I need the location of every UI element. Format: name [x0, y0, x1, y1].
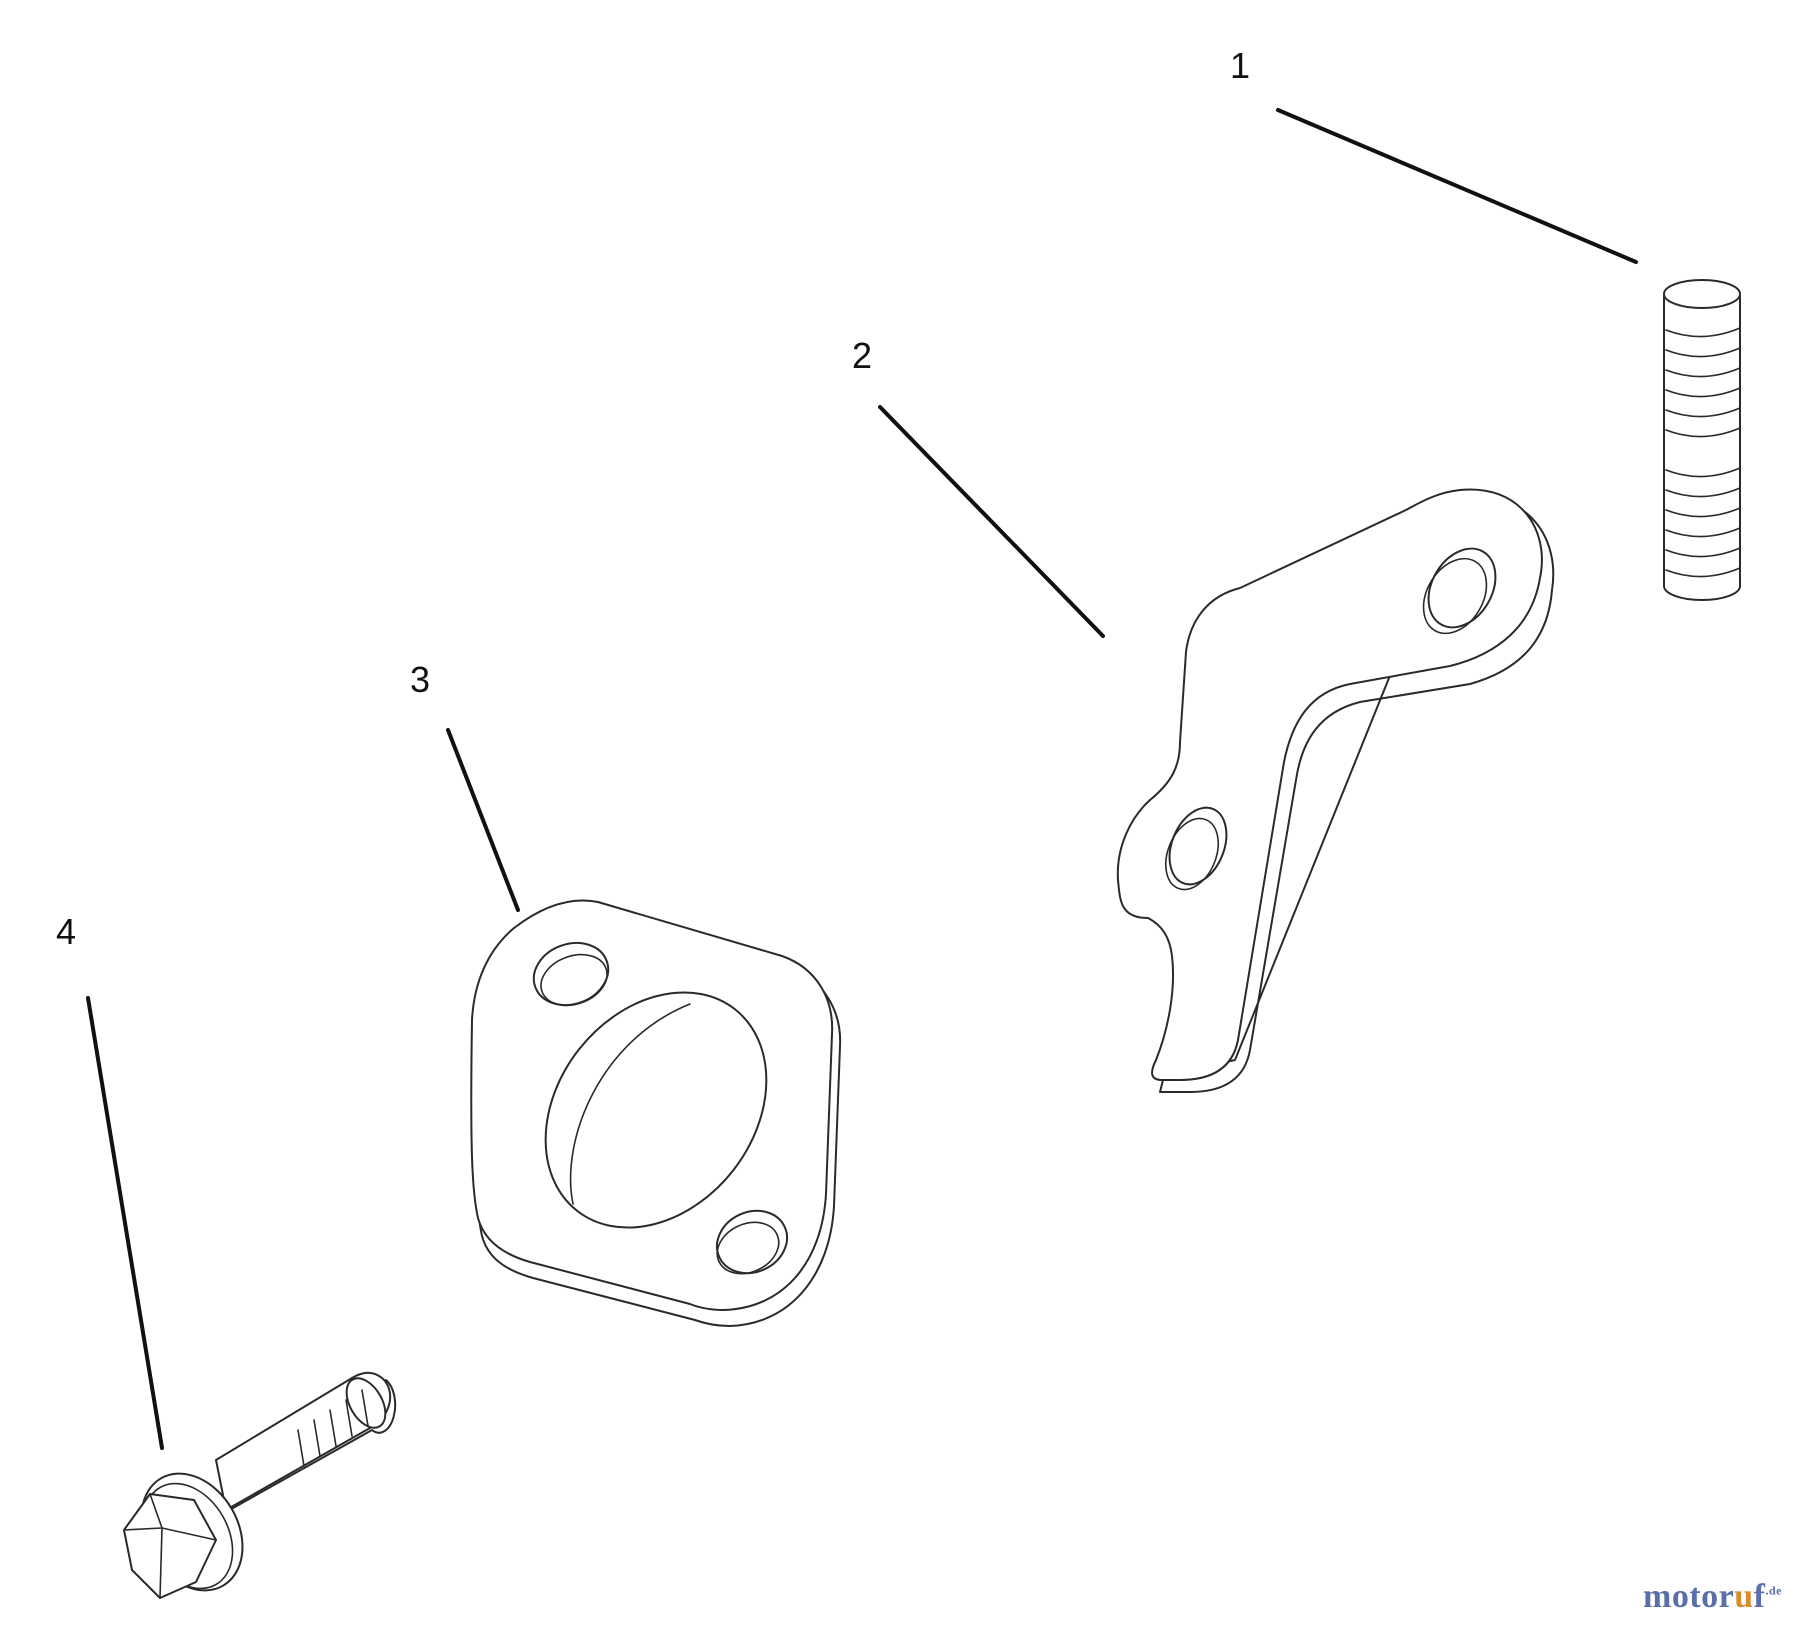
hex-flange-bolt-part: [123, 1371, 397, 1599]
leader-line-3: [446, 728, 520, 912]
callout-number-4: 4: [56, 911, 76, 952]
watermark-logo: motoruf.de: [1643, 1578, 1782, 1615]
flange-gasket-part: [470, 899, 842, 1327]
threaded-stud-part: [1663, 279, 1741, 601]
bracket-part: [1116, 488, 1555, 1093]
callout-number-1: 1: [1230, 45, 1250, 86]
leader-line-2: [878, 405, 1105, 638]
leader-line-4: [86, 996, 164, 1450]
leader-line-1: [1276, 108, 1638, 264]
callout-number-2: 2: [852, 335, 872, 376]
callout-number-3: 3: [410, 659, 430, 700]
